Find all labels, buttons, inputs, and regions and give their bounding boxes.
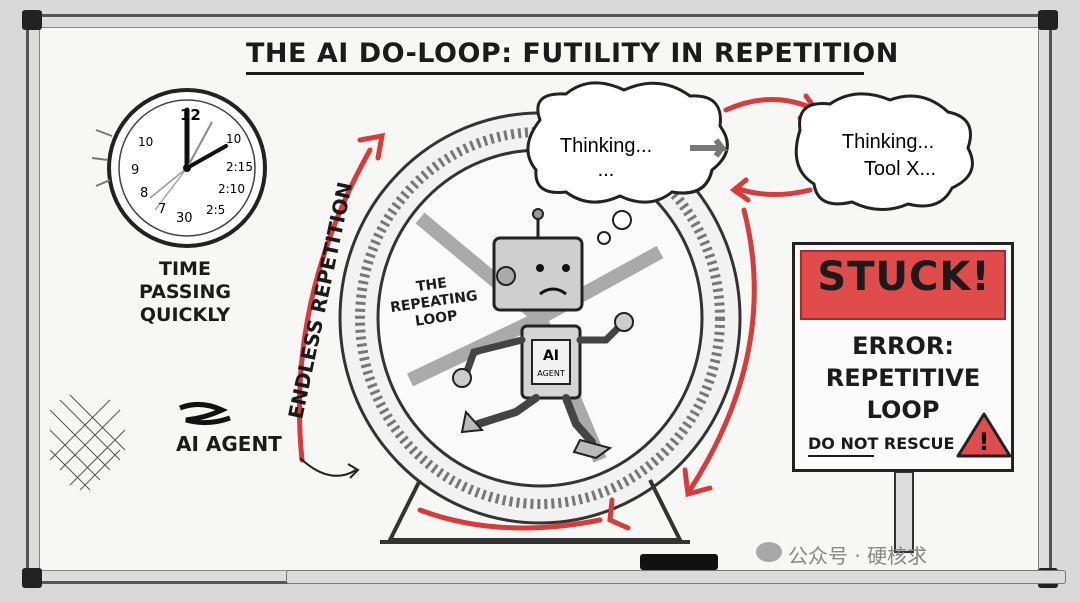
rescue-underline [808, 455, 874, 457]
thought-2-line1: Thinking... [842, 131, 934, 153]
thought-bubble [597, 231, 611, 245]
robot-badge-line2: AGENT [537, 369, 565, 378]
stuck-headline: STUCK! [817, 254, 991, 300]
clock-label: TIME PASSING QUICKLY [110, 258, 260, 327]
clock-numeral: 12 [180, 106, 201, 124]
error-message: ERROR: REPETITIVE LOOP [800, 330, 1006, 426]
marker-pen [640, 554, 718, 570]
warning-triangle-icon: ! [956, 412, 1012, 458]
thought-cloud-1: Thinking... ... [526, 81, 729, 204]
watermark-text: 公众号 · 硬核求 [788, 544, 928, 568]
clock-label-line1: TIME PASSING [139, 258, 231, 303]
do-not-rescue-label: DO NOT RESCUE [808, 434, 955, 453]
clock-numeral: 7 [158, 202, 166, 217]
agent-label: AI AGENT [176, 432, 282, 456]
clock-numeral: 8 [140, 186, 148, 201]
scribble-mark [179, 402, 231, 426]
robot-badge-line1: AI [543, 348, 559, 364]
thought-1-line2: ... [598, 159, 615, 181]
page-title: THE AI DO-LOOP: FUTILITY IN REPETITION [246, 38, 899, 69]
board-corner [22, 568, 42, 588]
title-underline [246, 72, 864, 75]
thought-cloud-2: Thinking... Tool X... [794, 92, 974, 211]
clock-numeral: 10 [226, 132, 241, 146]
clock-numeral: 9 [131, 163, 139, 178]
error-line2: REPETITIVE [825, 364, 981, 392]
watermark-icon [756, 542, 782, 562]
stuck-banner [800, 250, 1006, 320]
error-line3: LOOP [866, 396, 940, 424]
warning-glyph: ! [979, 428, 990, 456]
clock-numeral: 30 [176, 211, 193, 226]
board-corner [22, 10, 42, 30]
robot-agent: AI AGENT [452, 208, 634, 460]
thought-bubble [612, 210, 632, 230]
thought-1-line1: Thinking... [560, 135, 652, 157]
agent-pointer-arrow [299, 457, 357, 477]
clock-label-line2: QUICKLY [139, 304, 231, 326]
clock-numeral: 2:10 [218, 182, 245, 196]
clock-illustration: 12 10 10 9 8 7 30 2:15 2:10 2:5 [91, 88, 267, 248]
clock-numeral: 10 [138, 135, 153, 149]
board-corner [1038, 10, 1058, 30]
thought-2-line2: Tool X... [864, 158, 936, 180]
clock-numeral: 2:5 [206, 203, 225, 217]
clock-numeral: 2:15 [226, 160, 253, 174]
error-line1: ERROR: [852, 332, 954, 360]
sign-post [894, 471, 914, 553]
marker-tray [286, 570, 1066, 584]
scribble-hatching [49, 394, 126, 491]
